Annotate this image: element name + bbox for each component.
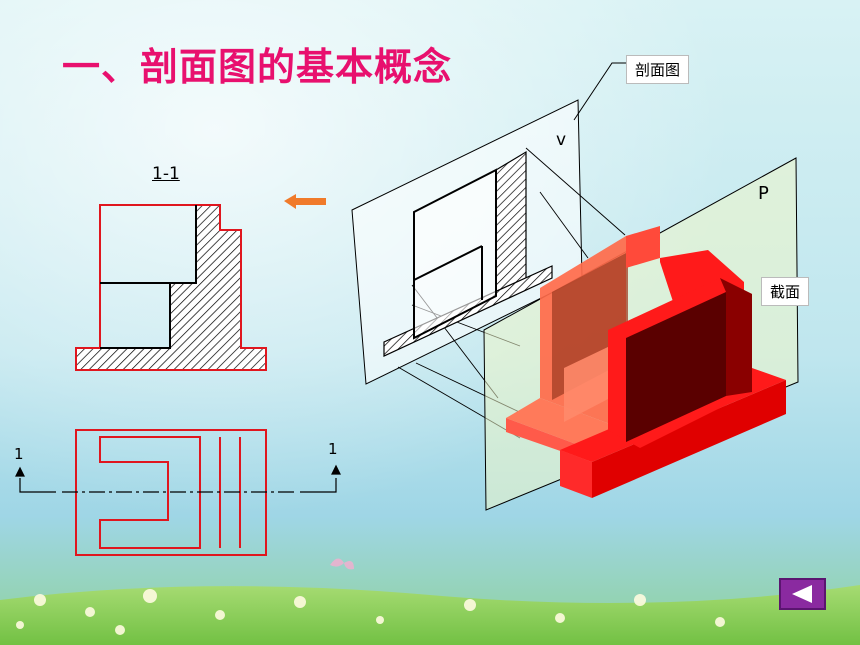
cut-label-left: 1	[14, 445, 24, 463]
triangle-left-icon	[792, 585, 812, 603]
back-button[interactable]	[779, 578, 826, 610]
section-view-drawing	[75, 204, 267, 371]
plane-v-label: v	[556, 130, 567, 150]
solid-object	[560, 250, 786, 498]
callout-section-face: 截面	[761, 277, 810, 306]
plane-p-label: P	[758, 183, 769, 204]
section-outline	[75, 204, 267, 371]
projected-profile	[383, 150, 553, 357]
cutting-plane-line	[15, 464, 341, 493]
slide-title: 一、剖面图的基本概念	[62, 45, 453, 89]
cut-label-right: 1	[328, 440, 338, 458]
section-inner-edges	[100, 205, 197, 349]
section-name-label: 1-1	[152, 164, 180, 184]
callout-leader	[573, 62, 626, 121]
orange-arrow-icon	[284, 194, 326, 209]
callout-section-view: 剖面图	[626, 55, 690, 84]
